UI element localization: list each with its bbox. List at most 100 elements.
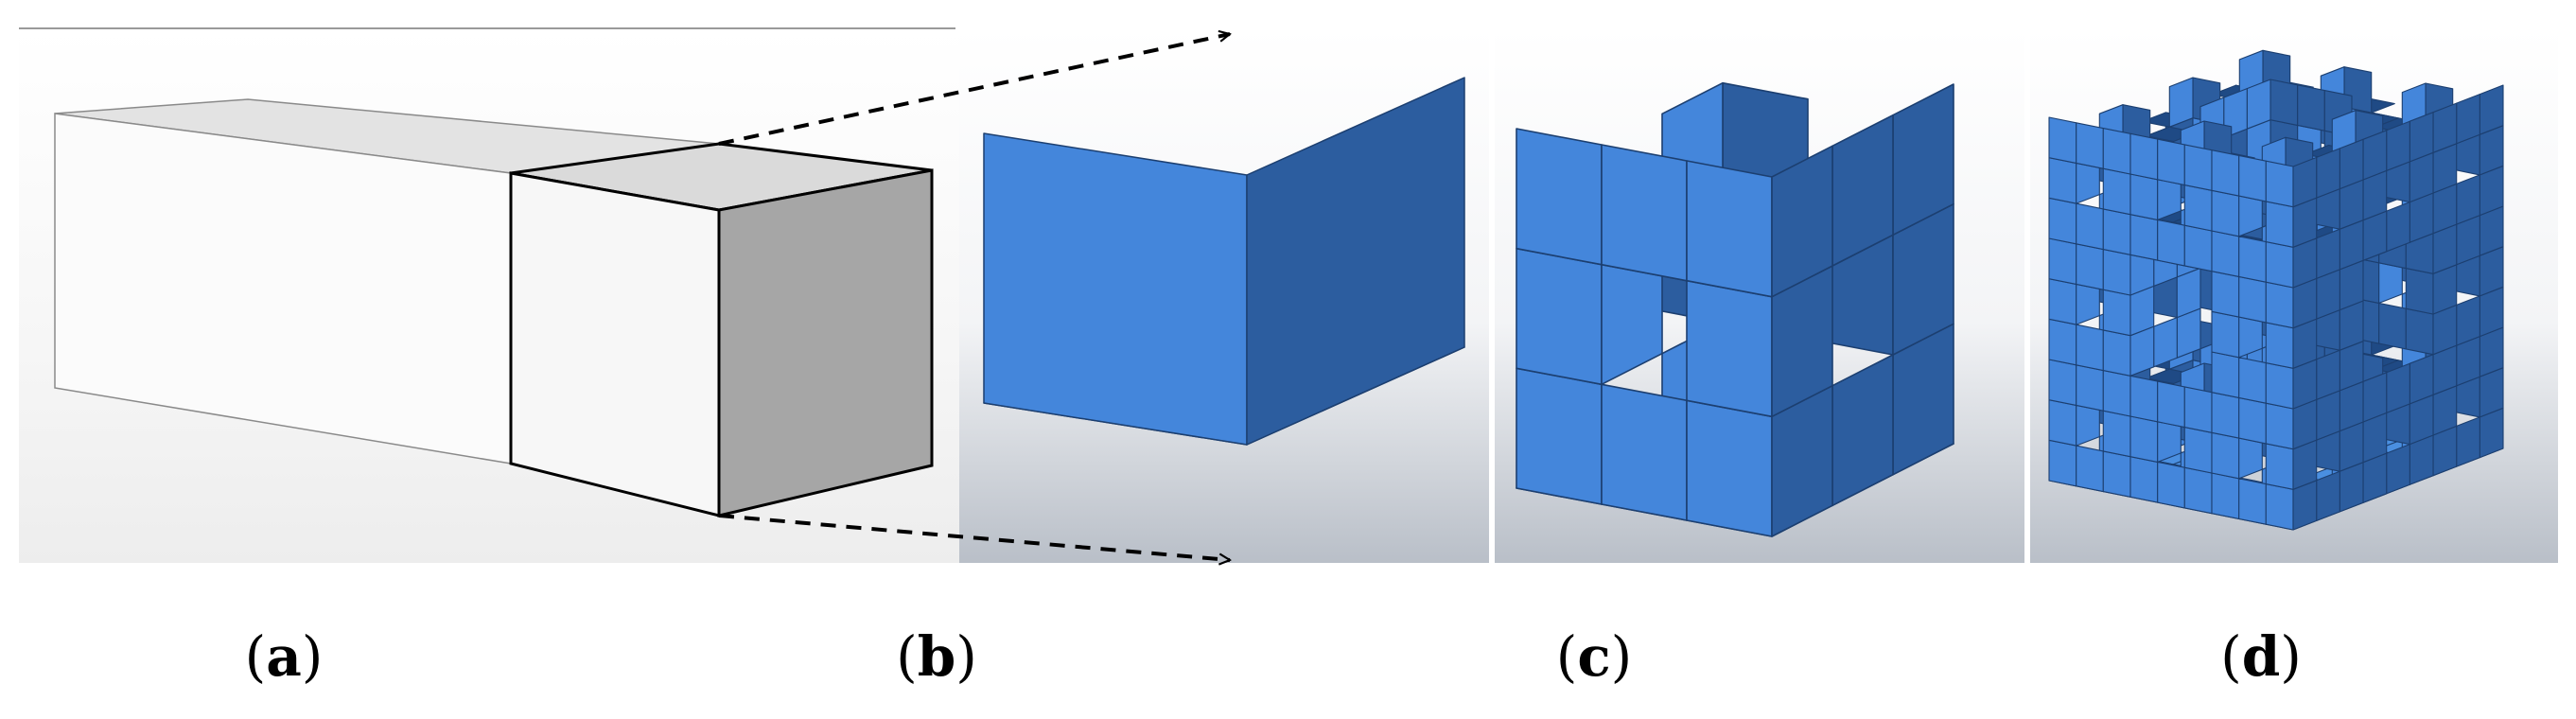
solid-cube — [983, 77, 1465, 446]
cube-face — [2129, 132, 2159, 181]
cube-face — [2378, 302, 2407, 350]
menger-sponge-level-2 — [2048, 49, 2504, 531]
cube-face — [2409, 354, 2434, 405]
connector-arrow-top — [718, 34, 1230, 146]
cube-face — [2129, 173, 2159, 220]
cube-face — [2102, 249, 2131, 296]
cube-face — [2432, 102, 2458, 153]
cube-face — [2211, 271, 2240, 318]
cube-face — [2238, 478, 2267, 525]
cube-face — [2102, 329, 2131, 377]
cube-face — [1516, 128, 1603, 266]
cube-face — [1601, 144, 1688, 282]
cube-face — [1516, 367, 1603, 505]
cube-face — [2211, 230, 2240, 277]
cube-face — [2238, 357, 2267, 404]
cube-face — [2265, 281, 2294, 329]
cube-face — [2265, 402, 2294, 450]
panel-a — [19, 27, 965, 563]
cube-face — [2265, 362, 2294, 410]
cube-face — [2157, 138, 2185, 186]
cube-face — [2238, 275, 2267, 324]
cube-face — [2246, 79, 2271, 130]
cube-face — [2129, 375, 2159, 423]
cube-face — [983, 132, 1248, 446]
cube-face — [2316, 349, 2340, 400]
cube-face — [2211, 149, 2240, 197]
cube-face — [2405, 268, 2434, 315]
cube-face — [2183, 466, 2213, 515]
cube-face — [2153, 317, 2178, 368]
cube-face — [2102, 167, 2131, 216]
cube-face — [2048, 318, 2077, 366]
cube-face — [2157, 461, 2185, 509]
cube-face — [2362, 130, 2388, 181]
cube-face — [2183, 427, 2213, 474]
cube-face — [2211, 351, 2240, 398]
cube-face — [2048, 157, 2077, 204]
cube-face — [2102, 450, 2131, 498]
cube-face — [2405, 307, 2434, 356]
cube-face — [2238, 154, 2267, 202]
caption-b: (b) — [896, 624, 977, 689]
end-element-side-face — [717, 168, 934, 517]
cube-face — [2102, 410, 2131, 458]
cube-face — [2316, 148, 2340, 199]
cube-face — [2076, 202, 2104, 251]
cube-face — [2102, 370, 2131, 417]
cube-face — [2048, 116, 2077, 164]
cube-face — [1516, 247, 1603, 386]
cube-face — [2048, 359, 2077, 406]
cube-face — [2076, 243, 2104, 290]
caption-a: (a) — [244, 624, 324, 689]
cube-face — [2362, 372, 2388, 423]
cube-face — [2211, 392, 2240, 439]
cube-face — [2048, 237, 2077, 285]
cube-face — [2102, 208, 2131, 255]
cube-face — [2048, 439, 2077, 487]
connector-arrow-bottom — [718, 514, 1230, 560]
cube-face — [1601, 383, 1688, 521]
cube-face — [2129, 456, 2159, 503]
cube-face — [2048, 278, 2077, 325]
cube-face — [2265, 483, 2294, 531]
cube-face — [1686, 399, 1773, 537]
cube-face — [2076, 324, 2104, 372]
cube-face — [2316, 470, 2340, 521]
cube-face — [2456, 94, 2480, 145]
cube-face — [2456, 295, 2480, 346]
cube-face — [2386, 444, 2410, 495]
cube-face — [2183, 184, 2213, 232]
cube-face — [2238, 236, 2267, 283]
cube-face — [2157, 219, 2185, 267]
cube-face — [2269, 79, 2299, 126]
cube-face — [2183, 386, 2213, 433]
cube-face — [2238, 396, 2267, 445]
cube-face — [1246, 77, 1465, 446]
cube-face — [2183, 144, 2213, 191]
cube-face — [2048, 399, 2077, 447]
cube-face — [2076, 122, 2104, 169]
cube-face — [2048, 197, 2077, 245]
cube-face — [2102, 128, 2131, 175]
cube-face — [2076, 445, 2104, 493]
cube-face — [2183, 224, 2213, 272]
cube-face — [2211, 472, 2240, 519]
cube-face — [2265, 201, 2294, 248]
cube-face — [2129, 214, 2159, 261]
cube-face — [2479, 84, 2504, 135]
cube-face — [2076, 364, 2104, 412]
cube-face — [2292, 156, 2318, 208]
cube-face — [2409, 112, 2434, 163]
cube-face — [2102, 289, 2131, 337]
cube-face — [2386, 120, 2410, 171]
cube-face — [1686, 160, 1773, 298]
cube-face — [2386, 202, 2410, 253]
cube-face — [2297, 84, 2325, 132]
cube-face — [1771, 145, 1833, 298]
cube-face — [2265, 322, 2294, 369]
cube-face — [2211, 189, 2240, 237]
cube-face — [2211, 431, 2240, 480]
end-element-front-face — [509, 171, 721, 517]
